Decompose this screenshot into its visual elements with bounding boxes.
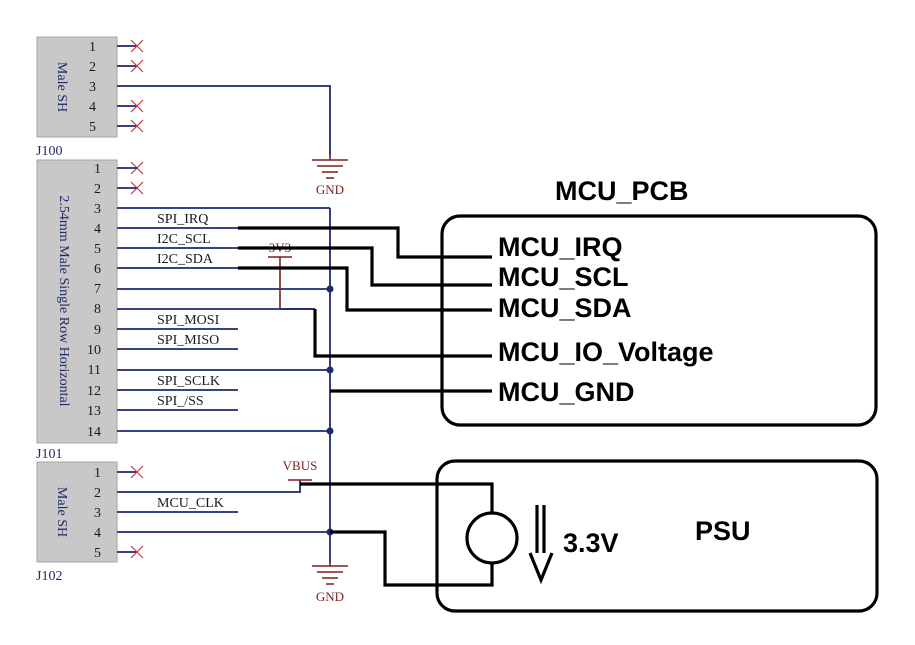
- j101-pin-6: 6: [94, 262, 101, 277]
- psu-voltage: 3.3V: [563, 528, 619, 558]
- route-psu-gnd: [330, 530, 494, 587]
- j100-pin-3: 3: [89, 80, 96, 95]
- j101-pin-4: 4: [94, 222, 101, 237]
- j102-pin-leads: [117, 471, 330, 553]
- j101-pin-13: 13: [87, 404, 101, 419]
- mcu-pcb-block: MCU_PCB MCU_IRQ MCU_SCL MCU_SDA MCU_IO_V…: [440, 176, 878, 427]
- j101-pin-11: 11: [88, 363, 101, 378]
- j100-pin-5: 5: [89, 120, 96, 135]
- junction-pin7: [326, 285, 334, 293]
- net-label-i2c-scl: I2C_SCL: [157, 232, 211, 247]
- j100-pin-1: 1: [89, 40, 96, 55]
- j102-no-connect-marks: [130, 465, 144, 559]
- route-scl: [238, 246, 492, 287]
- route-vbus: [300, 482, 494, 513]
- gnd-top-label: GND: [316, 182, 344, 197]
- psu-arrow-icon: [528, 505, 554, 585]
- vbus-label: VBUS: [283, 458, 318, 473]
- net-label-spi-miso: SPI_MISO: [157, 333, 219, 348]
- j102-pin-4: 4: [94, 526, 101, 541]
- mcu-signal-io-voltage: MCU_IO_Voltage: [498, 337, 714, 367]
- j102-pin-1: 1: [94, 466, 101, 481]
- net-label-mcu-clk: MCU_CLK: [157, 496, 224, 511]
- j101-designator: J101: [36, 447, 62, 462]
- net-label-spi-sclk: SPI_SCLK: [157, 374, 220, 389]
- net-label-i2c-sda: I2C_SDA: [157, 252, 214, 267]
- j101-pin-3: 3: [94, 202, 101, 217]
- psu-title: PSU: [695, 516, 751, 546]
- route-sda: [238, 266, 492, 312]
- psu-box: [435, 459, 879, 613]
- mcu-signal-gnd: MCU_GND: [498, 377, 635, 407]
- power-port-vbus: VBUS: [283, 458, 318, 481]
- j101-pin-2: 2: [94, 182, 101, 197]
- j100-title: Male SH: [54, 62, 69, 112]
- j100-designator: J100: [36, 144, 62, 159]
- junction-pin14: [326, 427, 334, 435]
- mcu-signal-scl: MCU_SCL: [498, 262, 629, 292]
- j101-pin-12: 12: [87, 384, 101, 399]
- j102-body: [36, 461, 118, 563]
- j101-pin-8: 8: [94, 302, 101, 317]
- j101-pin-7: 7: [94, 282, 101, 297]
- j102-title: Male SH: [54, 487, 69, 537]
- mcu-pcb-box: [440, 214, 878, 427]
- j102-designator: J102: [36, 569, 62, 584]
- j102-pin-5: 5: [94, 546, 101, 561]
- route-io-voltage: [313, 309, 492, 358]
- j100-pin-2: 2: [89, 60, 96, 75]
- j102-pin-3: 3: [94, 506, 101, 521]
- connector-j100: Male SH J100 1 2 3 4 5: [36, 36, 144, 159]
- j101-title: 2.54mm Male Single Row Horizontal: [56, 195, 71, 406]
- j101-pin-1: 1: [94, 162, 101, 177]
- gnd-symbol-top: GND: [312, 155, 348, 197]
- route-irq: [238, 226, 492, 259]
- gnd-symbol-bottom: GND: [312, 562, 348, 604]
- j101-pin-10: 10: [87, 343, 101, 358]
- net-label-spi-ss: SPI_/SS: [157, 394, 204, 409]
- j101-pin-5: 5: [94, 242, 101, 257]
- connector-j101: 2.54mm Male Single Row Horizontal J101 1…: [36, 159, 144, 462]
- j101-no-connect-marks: [130, 161, 144, 195]
- mcu-pcb-title: MCU_PCB: [555, 176, 689, 206]
- j101-pin-leads: [117, 167, 330, 432]
- j100-pin-4: 4: [89, 100, 96, 115]
- connector-j102: Male SH J102 1 2 3 4 5 MCU_CLK: [36, 461, 330, 584]
- j102-pin-2: 2: [94, 486, 101, 501]
- mcu-signal-sda: MCU_SDA: [498, 293, 632, 323]
- mcu-signal-irq: MCU_IRQ: [498, 232, 623, 262]
- power-port-3v3: 3V3: [268, 240, 292, 309]
- j100-gnd-wire: [137, 85, 331, 155]
- j100-pin-leads: [117, 45, 137, 127]
- j101-pin-9: 9: [94, 323, 101, 338]
- voltage-source-symbol: [465, 511, 519, 565]
- net-label-spi-irq: SPI_IRQ: [157, 212, 208, 227]
- psu-block: PSU 3.3V: [435, 459, 879, 613]
- gnd-bottom-label: GND: [316, 589, 344, 604]
- j101-body: [36, 159, 118, 444]
- j101-pin-14: 14: [87, 425, 101, 440]
- j100-no-connect-marks: [130, 39, 144, 133]
- junction-pin11: [326, 366, 334, 374]
- net-label-spi-mosi: SPI_MOSI: [157, 313, 220, 328]
- j100-body: [36, 36, 118, 138]
